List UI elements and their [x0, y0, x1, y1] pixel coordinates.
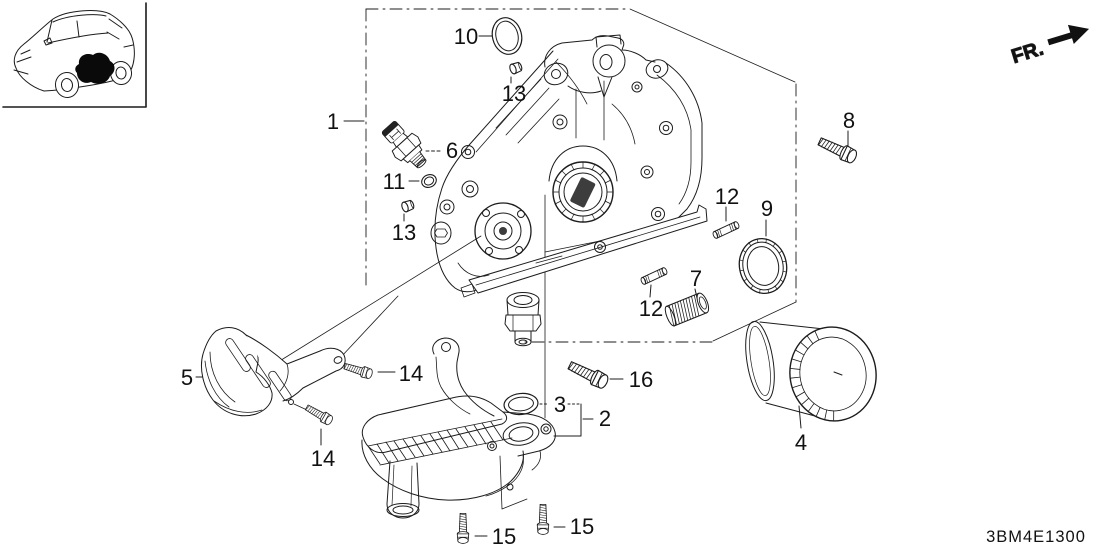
diagram-code-label: 3BM4E1300: [986, 528, 1086, 546]
callout-13-top: 13: [502, 81, 526, 106]
oil-pump-housing-drawing: [430, 34, 708, 347]
stud-12-lower-drawing: [639, 266, 669, 286]
bolt-15-right-drawing: [536, 503, 550, 535]
callout-leader-lines: [195, 35, 849, 537]
mount-bracket-drawing: [200, 327, 346, 417]
bolt-15-left-drawing: [456, 512, 470, 544]
o-ring-10-drawing: [491, 17, 523, 55]
callout-12-lower: 12: [639, 296, 663, 321]
threaded-joint-7-drawing: [664, 292, 710, 327]
bolt-8-drawing: [815, 133, 860, 166]
bolt-16-drawing: [565, 357, 611, 391]
callout-16: 16: [629, 367, 653, 392]
assembly-boundary-lines: [269, 8, 797, 419]
callout-8: 8: [843, 108, 855, 133]
callout-14-upper: 14: [399, 361, 423, 386]
callout-1: 1: [327, 109, 339, 134]
o-ring-11-drawing: [421, 173, 437, 189]
o-ring-3-drawing: [503, 392, 539, 416]
oil-seal-9-drawing: [738, 238, 788, 294]
callout-12-upper: 12: [715, 184, 739, 209]
vehicle-location-thumbnail: [2, 2, 147, 108]
plug-13-left-drawing: [400, 198, 416, 214]
bolt-14-lower-drawing: [303, 402, 335, 427]
oil-filter-drawing: [745, 320, 877, 422]
callout-15-left: 15: [492, 524, 516, 549]
callout-15-right: 15: [570, 514, 594, 539]
callout-7: 7: [690, 266, 702, 291]
fr-label: FR.: [1009, 38, 1046, 68]
callout-2: 2: [599, 406, 611, 431]
fr-direction-indicator: FR.: [1008, 24, 1090, 69]
callout-3: 3: [554, 392, 566, 417]
callout-labels: 1 2 3 4 5 6 7 8 9 10 11 12 12 13 13 14 1…: [181, 24, 855, 549]
forward-arrow-icon: [1047, 24, 1090, 46]
callout-13-left: 13: [392, 220, 416, 245]
thumbnail-border: [2, 2, 147, 108]
callout-9: 9: [761, 196, 773, 221]
callout-10: 10: [454, 24, 478, 49]
part-location-highlight: [75, 52, 115, 84]
bolt-14-upper-drawing: [342, 360, 374, 381]
callout-14-lower: 14: [311, 446, 335, 471]
oil-pressure-sensor-drawing: [381, 121, 427, 169]
callout-5: 5: [181, 365, 193, 390]
oil-strainer-drawing: [361, 337, 556, 519]
vehicle-outline-drawing: [13, 10, 135, 98]
callout-4: 4: [795, 430, 807, 455]
plug-13-top-drawing: [508, 60, 524, 76]
callout-6: 6: [446, 138, 458, 163]
stud-12-upper-drawing: [711, 220, 741, 240]
callout-11: 11: [383, 169, 406, 194]
